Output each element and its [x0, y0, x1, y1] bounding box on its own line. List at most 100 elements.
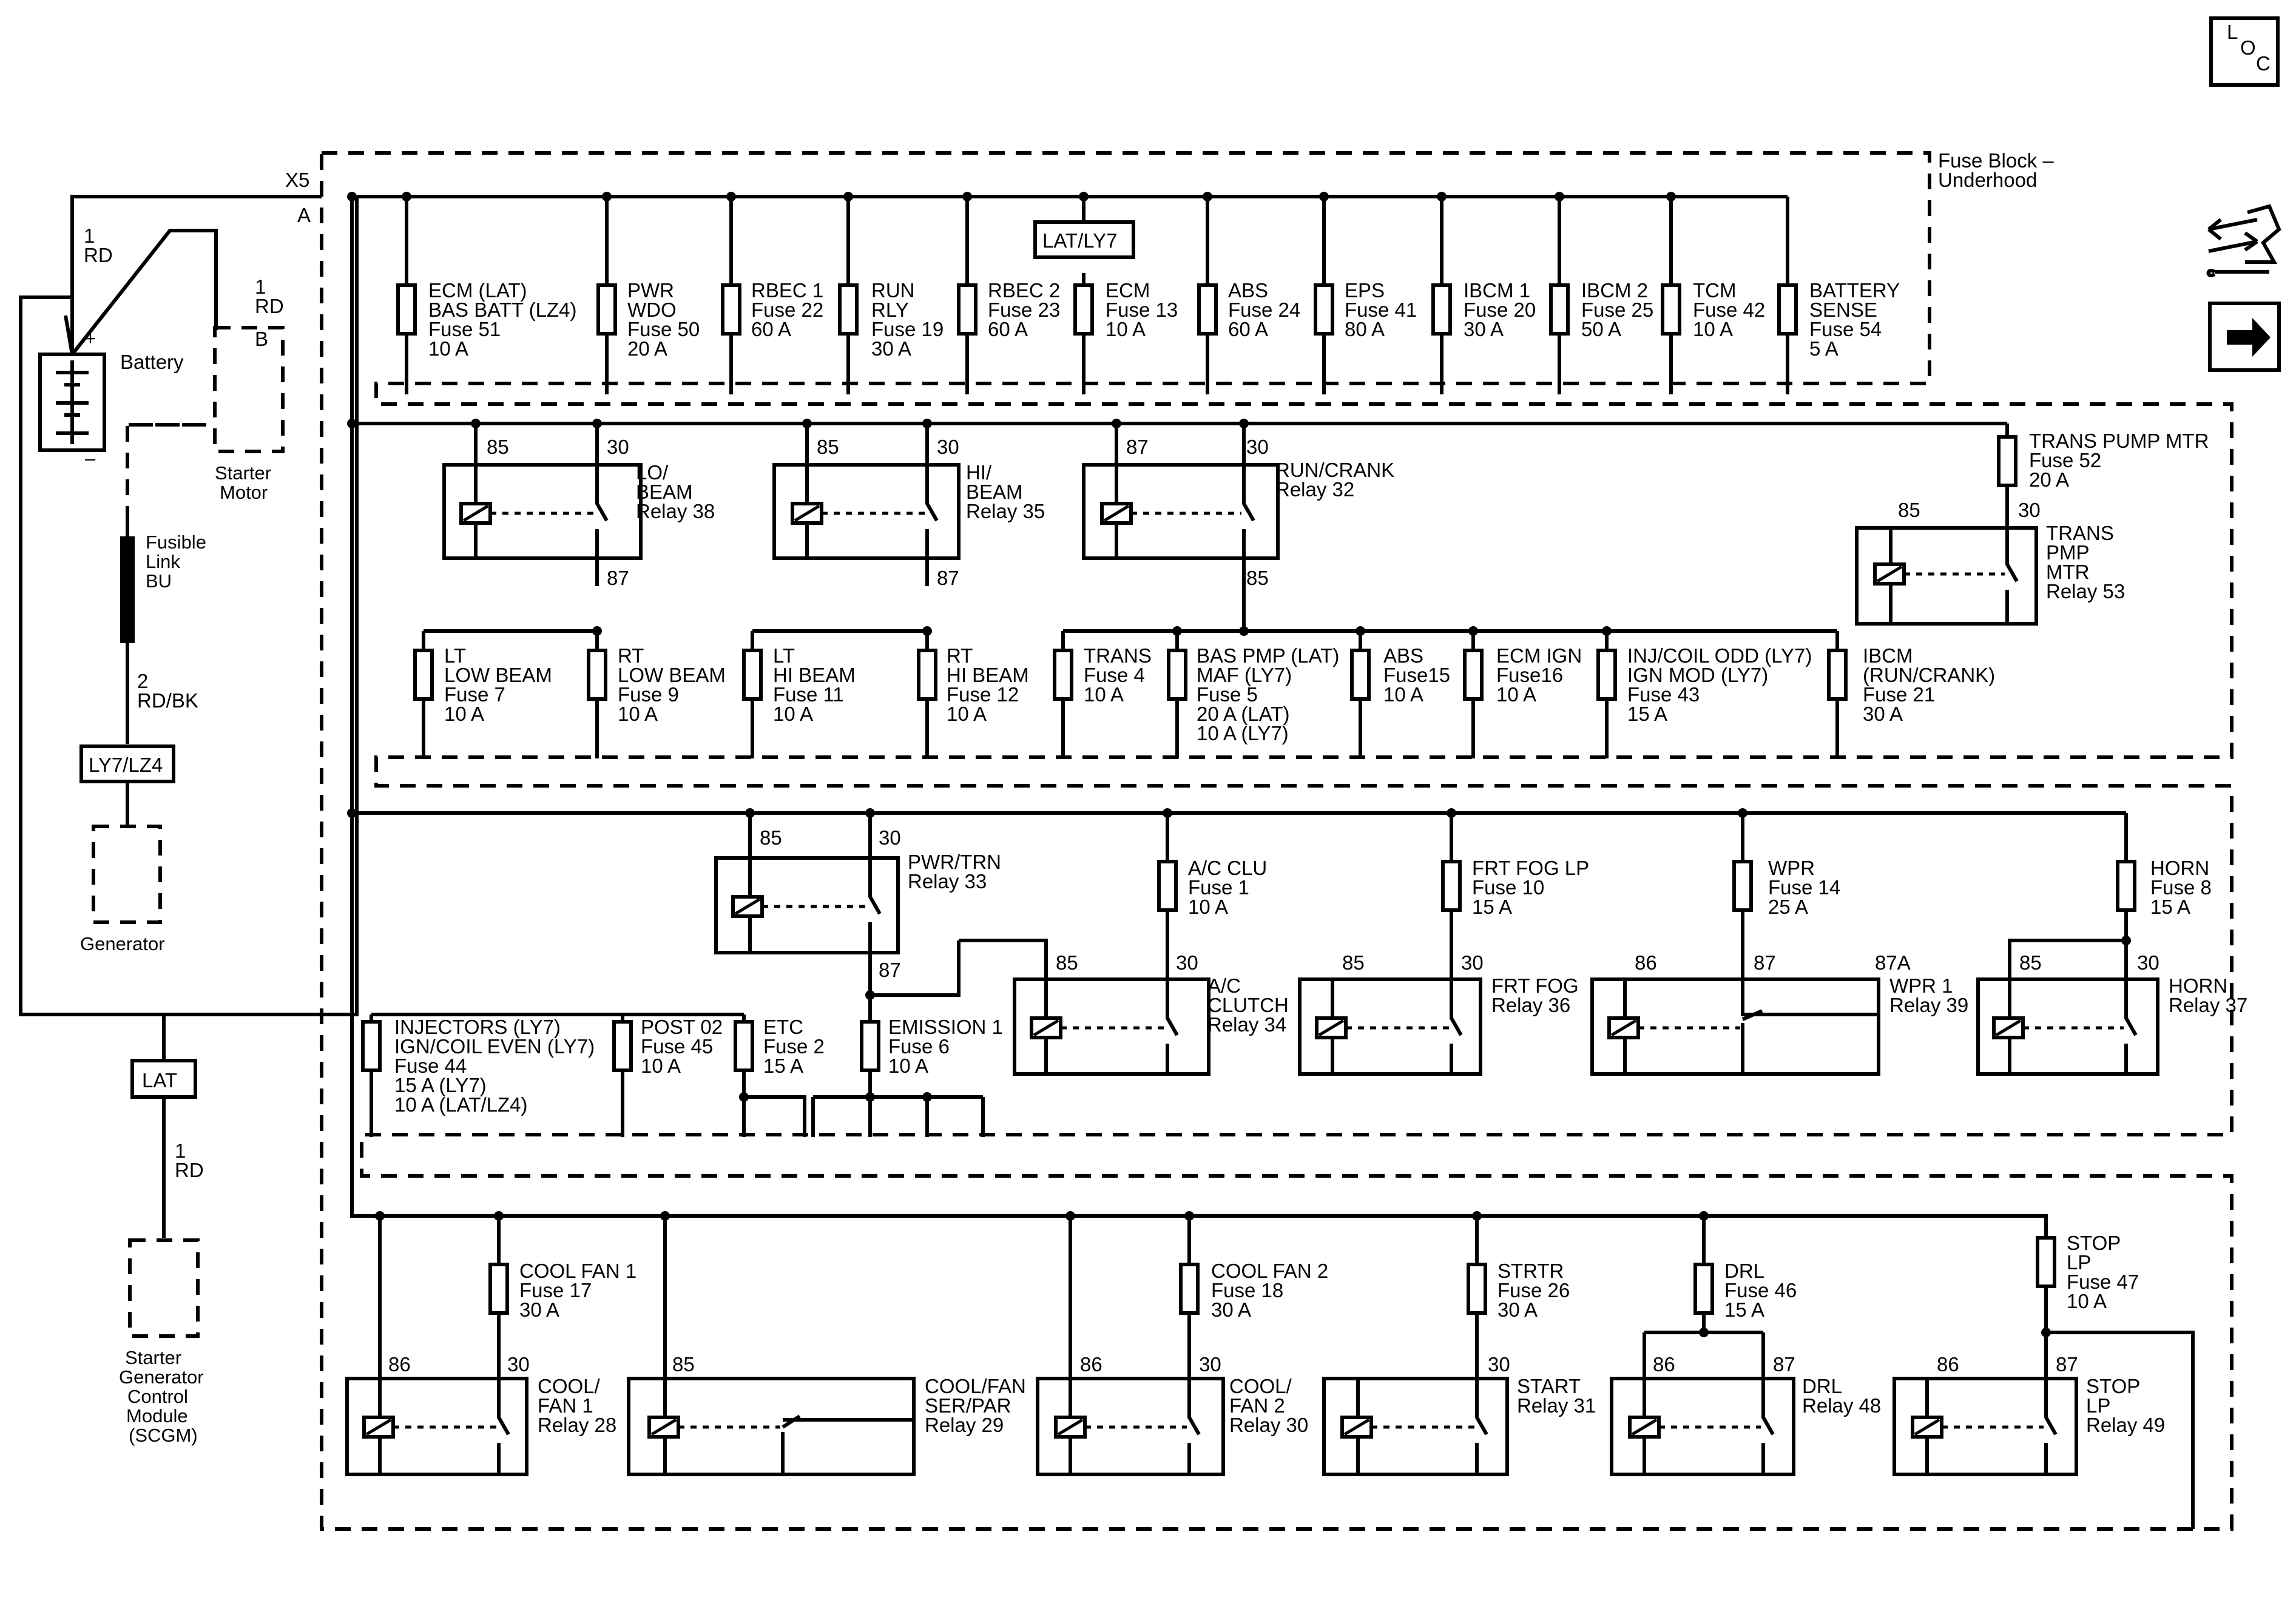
row4-junction-dots: [375, 1211, 2051, 1337]
relay49-label-1: STOP: [2086, 1375, 2140, 1397]
fuse2-label-3: 15 A: [763, 1055, 803, 1077]
loc-button[interactable]: L O C: [2209, 16, 2280, 87]
fuse-50-body: [596, 283, 617, 336]
relay38-label-1: LO/: [636, 461, 669, 484]
fusible-link-label-2: Link: [146, 551, 180, 572]
wire-1rd-c-color: RD: [175, 1159, 204, 1181]
relay32-label-1: RUN/CRANK: [1275, 459, 1394, 481]
fuse16-label-2: Fuse16: [1496, 664, 1563, 686]
battery-cable-lat: [19, 197, 359, 1016]
relay-horn-37: [1976, 939, 2159, 1076]
battery-minus: –: [85, 448, 96, 469]
relay38-label-3: Relay 38: [636, 500, 715, 522]
relay33-pin30: 30: [879, 826, 901, 849]
fuse11-label-4: 10 A: [773, 703, 813, 725]
fuse-42-label-2: Fuse 42: [1693, 299, 1765, 321]
fuse12-label-4: 10 A: [947, 703, 987, 725]
relay53-pin85: 85: [1898, 499, 1920, 521]
loc-letter-c: C: [2256, 52, 2271, 75]
relay39-pin87: 87: [1754, 951, 1776, 974]
fuse4-label-2: Fuse 4: [1084, 664, 1145, 686]
relay35-pin85: 85: [817, 436, 839, 458]
fuse44-label-3: Fuse 44: [394, 1055, 467, 1077]
relay48-label-2: Relay 48: [1802, 1394, 1881, 1417]
scgm-label-3: Control: [127, 1386, 188, 1407]
relay-stop-lp-49: [1893, 1377, 2078, 1476]
next-page-button[interactable]: [2208, 302, 2281, 372]
fuse-20-label-2: Fuse 20: [1464, 299, 1536, 321]
relay38-pin30: 30: [607, 436, 629, 458]
relay-lo-beam-38: [442, 463, 643, 560]
relay48-label-1: DRL: [1802, 1375, 1842, 1397]
relay-cool-fan-ser-par-29: [627, 1377, 916, 1476]
relay37-label-1: HORN: [2169, 974, 2227, 997]
fuse11-label-2: HI BEAM: [773, 664, 856, 686]
relay31-label-2: Relay 31: [1517, 1394, 1596, 1417]
fuse2-label-2: Fuse 2: [763, 1035, 825, 1058]
row2-junction-dots: [471, 419, 1612, 636]
fuse5-label-5: 10 A (LY7): [1197, 722, 1289, 744]
relay-hi-beam-35: [772, 463, 961, 560]
starter-motor: B Starter Motor: [213, 326, 285, 503]
relay28-label-2: FAN 1: [538, 1394, 593, 1417]
fuse8-label-1: HORN: [2150, 857, 2209, 879]
relay31-pin30: 30: [1488, 1353, 1510, 1376]
starter-label-1: Starter: [215, 462, 271, 484]
fuse17-label-3: 30 A: [519, 1298, 559, 1321]
fuse-41-body: [1314, 283, 1334, 336]
fuse12-label-2: HI BEAM: [947, 664, 1029, 686]
relay36-pin85: 85: [1342, 951, 1365, 974]
fuse-23-label-1: RBEC 2: [988, 279, 1060, 302]
option-lat-ly7-label: LAT/LY7: [1042, 229, 1118, 252]
fuse-42-label-3: 10 A: [1693, 318, 1733, 340]
fuse-20-label-1: IBCM 1: [1464, 279, 1530, 302]
relay29-pin85: 85: [672, 1353, 695, 1376]
relay32-pin87: 87: [1126, 436, 1149, 458]
row2-labels: 85 30 87 LO/ BEAM Relay 38 85 30 87 HI/ …: [444, 430, 2209, 744]
relay33-pin87: 87: [879, 959, 901, 981]
fuse-24-body: [1197, 283, 1218, 336]
fuse-54-body: [1777, 283, 1798, 336]
fuse9-label-2: LOW BEAM: [618, 664, 726, 686]
relay-start-31: [1322, 1377, 1509, 1476]
fuse-19-label-2: RLY: [871, 299, 909, 321]
fuse-54-label-1: BATTERY: [1809, 279, 1900, 302]
relay38-label-2: BEAM: [636, 481, 693, 503]
fuse-22-label-3: 60 A: [751, 318, 791, 340]
fuse-19-label-4: 30 A: [871, 337, 911, 360]
fuse18-label-1: COOL FAN 2: [1211, 1260, 1328, 1282]
fuse43-label-3: Fuse 43: [1627, 683, 1700, 706]
wire-1rd-b-number: 1: [255, 275, 266, 298]
fusible-link-dashed-feed: [126, 423, 206, 522]
relay-frt-fog-36: [1298, 977, 1482, 1076]
fuse43-label-2: IGN MOD (LY7): [1627, 664, 1768, 686]
relay34-label-1: A/C: [1207, 974, 1241, 997]
wire-2-color: RD/BK: [137, 689, 198, 712]
fuse12-label-3: Fuse 12: [947, 683, 1019, 706]
service-info-icon[interactable]: [2206, 204, 2281, 277]
relay30-label-3: Relay 30: [1229, 1414, 1308, 1436]
fuse-51-body: [396, 283, 417, 336]
wire-1rd-a-color: RD: [84, 244, 113, 266]
fuse14-label-1: WPR: [1768, 857, 1815, 879]
fuse-42-body: [1661, 283, 1681, 336]
wire-1rd-a-number: 1: [84, 224, 95, 247]
fuse6-label-2: Fuse 6: [888, 1035, 950, 1058]
fuse-block-outline: [320, 151, 2234, 1531]
relay28-pin30: 30: [507, 1353, 530, 1376]
fuse-54-label-4: 5 A: [1809, 337, 1838, 360]
fuse5-label-4: 20 A (LAT): [1197, 703, 1289, 725]
fuse15-label-3: 10 A: [1383, 683, 1423, 706]
fuse8-label-3: 15 A: [2150, 896, 2190, 918]
relay39-label-2: Relay 39: [1889, 994, 1968, 1016]
relay34-pin85: 85: [1056, 951, 1078, 974]
fuse21-label-4: 30 A: [1863, 703, 1903, 725]
option-lat-label: LAT: [142, 1069, 177, 1092]
relay49-label-3: Relay 49: [2086, 1414, 2165, 1436]
scgm-label-1: Starter: [125, 1347, 181, 1368]
relay35-pin87: 87: [937, 567, 959, 589]
fuse-block-title-2: Underhood: [1938, 169, 2037, 191]
fuse-25-label-1: IBCM 2: [1581, 279, 1648, 302]
fuse18-label-3: 30 A: [1211, 1298, 1251, 1321]
